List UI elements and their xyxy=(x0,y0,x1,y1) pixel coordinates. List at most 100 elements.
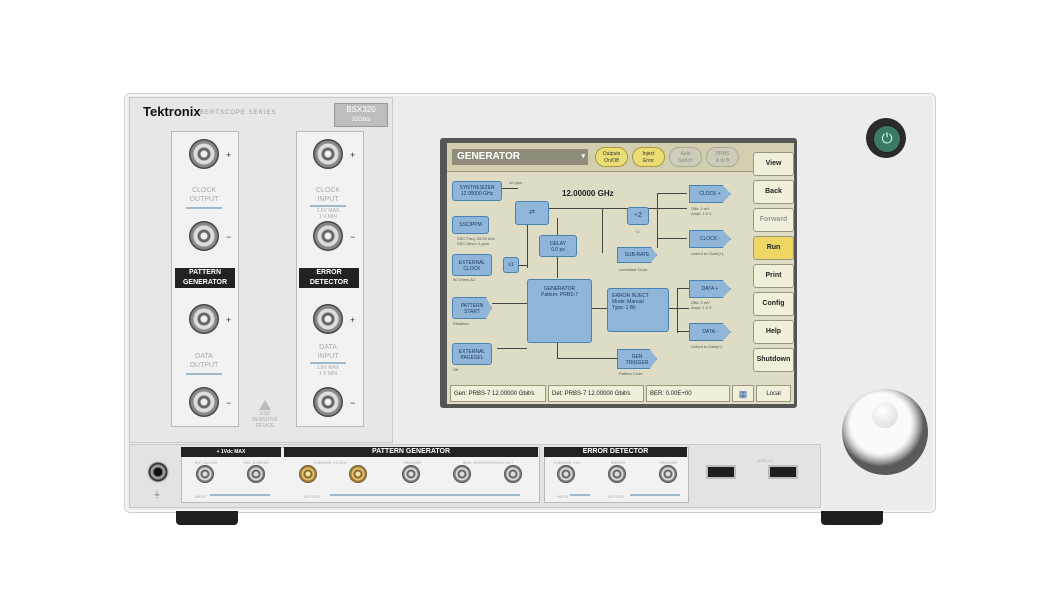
clock-minus-output[interactable]: CLOCK - xyxy=(689,230,731,248)
external-clock-block[interactable]: EXTERNAL CLOCK xyxy=(452,254,492,276)
pattern-start-block[interactable]: PATTERN START xyxy=(452,297,492,319)
config-button[interactable]: Config xyxy=(753,292,794,316)
ssc-info: SSC Freq: 33.00 kHz SSC Devn: 0 ppm xyxy=(457,236,495,246)
subrate-clock-plus-connector[interactable] xyxy=(299,465,317,483)
delay-block[interactable]: DELAY 0.0 ps xyxy=(539,235,577,257)
plus-sign: + xyxy=(350,315,356,325)
brand-logo: Tektronix xyxy=(143,104,201,119)
ext-clock-label: EXT CLOCK xyxy=(194,460,218,465)
wire xyxy=(497,348,527,349)
ground-jack[interactable] xyxy=(147,461,169,483)
pattern-start-info: Disabled xyxy=(453,321,469,326)
ed-output-label: OUTPUT xyxy=(607,494,625,499)
esd-warning-label: ESD SENSITIVE DEVICE xyxy=(251,411,279,429)
switch-icon: ⇄ xyxy=(529,209,535,216)
outputs-onoff-button[interactable]: Outputs On/Off xyxy=(595,147,628,167)
error-detector-bottom-header: ERROR DETECTOR xyxy=(544,447,687,457)
data-output-label: DATA OUTPUT xyxy=(189,353,219,369)
external-clock-info: 50 Ohms AC xyxy=(453,277,476,282)
subrate-clock-minus-connector[interactable] xyxy=(349,465,367,483)
run-button[interactable]: Run xyxy=(753,236,794,260)
forward-button[interactable]: Forward xyxy=(753,208,794,232)
shutdown-button[interactable]: Shutdown xyxy=(753,348,794,372)
gen-trigger-block[interactable]: GEN TRIGGER xyxy=(617,349,657,369)
minus-sign: − xyxy=(226,398,232,408)
usb-port-1[interactable] xyxy=(706,465,736,479)
wire xyxy=(657,193,658,248)
grid-icon: ▦ xyxy=(738,389,748,399)
chevron-down-icon: ▾ xyxy=(581,153,585,160)
ed-trigger-connector[interactable] xyxy=(659,465,677,483)
wire xyxy=(557,343,558,358)
ed-error-connector[interactable] xyxy=(608,465,626,483)
divider-block[interactable]: ÷2 xyxy=(627,207,649,225)
label-underline xyxy=(310,205,346,207)
ssc-stress-connector[interactable] xyxy=(247,465,265,483)
power-button[interactable]: ⏻ xyxy=(873,125,901,153)
sine-interference-plus-connector[interactable] xyxy=(504,465,522,483)
clock-output-minus-connector[interactable] xyxy=(189,221,219,251)
wire xyxy=(592,308,607,309)
data-input-plus-connector[interactable] xyxy=(313,304,343,334)
error-inject-block[interactable]: ERROR INJECT Mode: Manual Type: 1 Bit xyxy=(607,288,669,332)
x1-block[interactable]: x1 xyxy=(503,257,519,273)
ed-trigger-label: TRIGGER xyxy=(658,460,678,465)
generator-block[interactable]: GENERATOR Pattern: PRBS-7 xyxy=(527,279,592,343)
ssc-ppm-block[interactable]: SSC/PPM xyxy=(452,216,489,234)
synthesizer-block[interactable]: SYNTHESIZER 12.00000 GHz xyxy=(452,181,502,201)
esd-warning-icon xyxy=(259,400,271,410)
clock-info: Offs: 0 mV Ampl: 1.0 V xyxy=(691,206,712,216)
pattern-generator-bottom-header: PATTERN GENERATOR xyxy=(284,447,538,457)
touch-screen[interactable]: GENERATOR ▾ Outputs On/Off Inject Error … xyxy=(447,143,794,404)
prbs-a-to-b-button[interactable]: PRBS A to B xyxy=(706,147,739,167)
plus-sign: + xyxy=(226,315,232,325)
data-plus-output[interactable]: DATA + xyxy=(689,280,731,298)
wire xyxy=(677,331,689,332)
data-input-spec: 1.6V MAX 1 V MIN xyxy=(316,365,340,377)
mode-selector[interactable]: GENERATOR ▾ xyxy=(452,149,588,165)
data-output-minus-connector[interactable] xyxy=(189,387,219,417)
subrate-info: Unrelated Clock xyxy=(619,267,648,272)
local-status[interactable]: Local xyxy=(756,385,791,402)
gen-trigger-info: Pattern Code xyxy=(619,371,643,376)
inject-error-button[interactable]: Inject Error xyxy=(632,147,665,167)
trigger-connector[interactable] xyxy=(402,465,420,483)
usb-port-2[interactable] xyxy=(768,465,798,479)
auto-switch-button[interactable]: Auto Switch xyxy=(669,147,702,167)
ed-subrate-clk-connector[interactable] xyxy=(557,465,575,483)
wire xyxy=(602,208,603,253)
ext-clock-connector[interactable] xyxy=(196,465,214,483)
external-pagesel-block[interactable]: EXTERNAL PAGESEL xyxy=(452,343,492,365)
generator-status: Gen: PRBS-7 12.00000 Gbit/s xyxy=(450,385,546,402)
mode-selector-value: GENERATOR xyxy=(457,151,520,162)
data-output-plus-connector[interactable] xyxy=(189,304,219,334)
data-link-info: Linked to Data(+) xyxy=(691,344,722,349)
ed-input-underline xyxy=(570,494,590,496)
data-input-minus-connector[interactable] xyxy=(313,387,343,417)
left-foot xyxy=(176,511,238,525)
wire xyxy=(547,208,687,209)
knob-finger-dimple xyxy=(872,402,898,428)
help-button[interactable]: Help xyxy=(753,320,794,344)
subrate-block[interactable]: SUB-RATE xyxy=(617,247,657,263)
screen-layout-button[interactable]: ▦ xyxy=(732,385,754,402)
trigger-label: TRIGGER xyxy=(402,460,422,465)
model-sub: 32Gb/s xyxy=(351,117,371,123)
sine-interference-minus-connector[interactable] xyxy=(453,465,471,483)
clock-input-minus-connector[interactable] xyxy=(313,221,343,251)
wire xyxy=(492,303,527,304)
print-button[interactable]: Print xyxy=(753,264,794,288)
clock-plus-output[interactable]: CLOCK + xyxy=(689,185,731,203)
data-info: Offs: 0 mV Ampl: 1.0 V xyxy=(691,300,712,310)
external-pagesel-info: Off xyxy=(453,367,459,372)
minus-sign: − xyxy=(350,232,356,242)
data-minus-output[interactable]: DATA - xyxy=(689,323,731,341)
ber-status: BER: 0.00E+00 xyxy=(646,385,730,402)
pg-sub-header: + 1Vdc MAX xyxy=(181,447,281,457)
back-button[interactable]: Back xyxy=(753,180,794,204)
wire xyxy=(515,265,528,266)
clock-output-plus-connector[interactable] xyxy=(189,139,219,169)
view-button[interactable]: View xyxy=(753,152,794,176)
clock-switch-block[interactable]: ⇄ xyxy=(515,201,549,225)
clock-input-plus-connector[interactable] xyxy=(313,139,343,169)
